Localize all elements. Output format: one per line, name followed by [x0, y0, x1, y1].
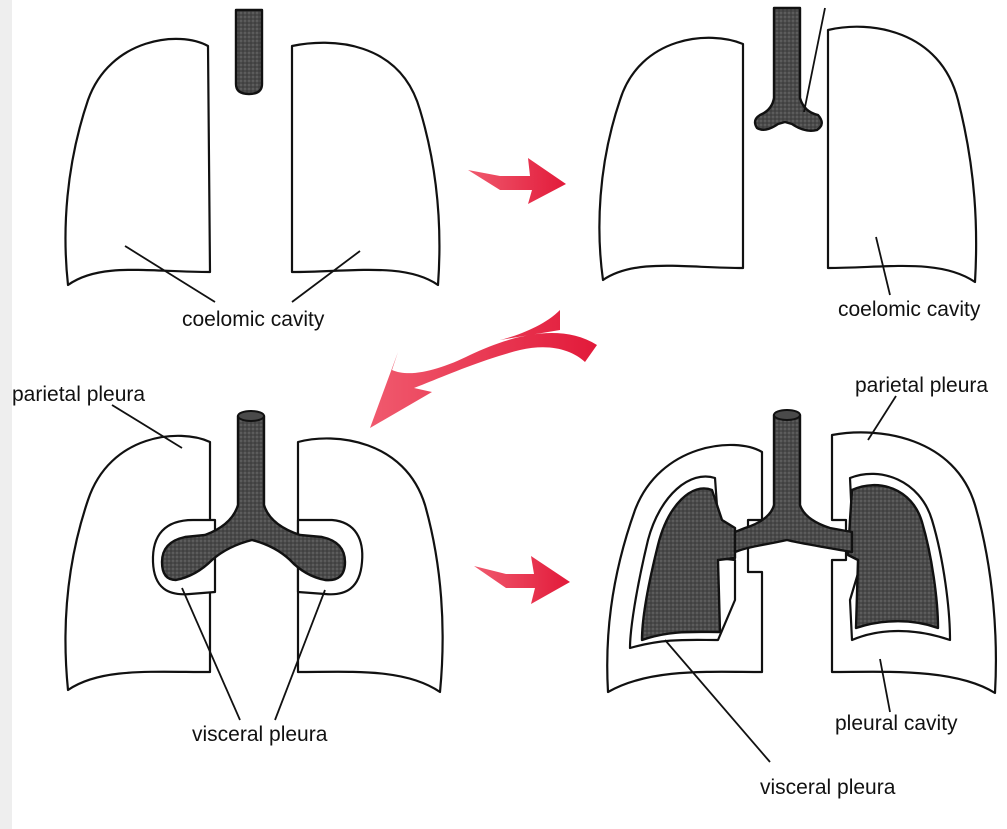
stage-3-bronchial-buds: parietal pleura visceral pleura	[12, 383, 443, 746]
coelomic-cavity-label-1: coelomic cavity	[182, 308, 325, 331]
stage-4-developed-lungs: parietal pleura pleural cavity visceral …	[607, 374, 996, 799]
foregut-bud	[236, 10, 262, 94]
trachea-top-3	[238, 411, 264, 421]
visceral-pleura-label-3: visceral pleura	[192, 723, 328, 746]
stage-1-coelom: coelomic cavity	[65, 10, 439, 331]
coelom-right	[292, 43, 439, 285]
arrow-curved-down-left	[370, 310, 597, 428]
arrow-right-top	[468, 158, 566, 204]
coelomic-cavity-label-2: coelomic cavity	[838, 298, 981, 321]
visceral-pleura-label-4: visceral pleura	[760, 776, 896, 799]
parietal-pleura-label-4: parietal pleura	[855, 374, 988, 397]
trachea-top-4	[774, 410, 800, 420]
coelom-left-2	[599, 38, 743, 280]
stage-2-coelom-lung-bud: coelomic cavity	[599, 8, 980, 321]
pleural-cavity-label: pleural cavity	[835, 712, 958, 735]
coelom-left	[65, 39, 210, 285]
arrow-right-bottom	[474, 556, 570, 604]
coelom-right-2	[828, 27, 976, 282]
parietal-pleura-label-3: parietal pleura	[12, 383, 145, 406]
leader-lung-bud	[804, 8, 825, 112]
